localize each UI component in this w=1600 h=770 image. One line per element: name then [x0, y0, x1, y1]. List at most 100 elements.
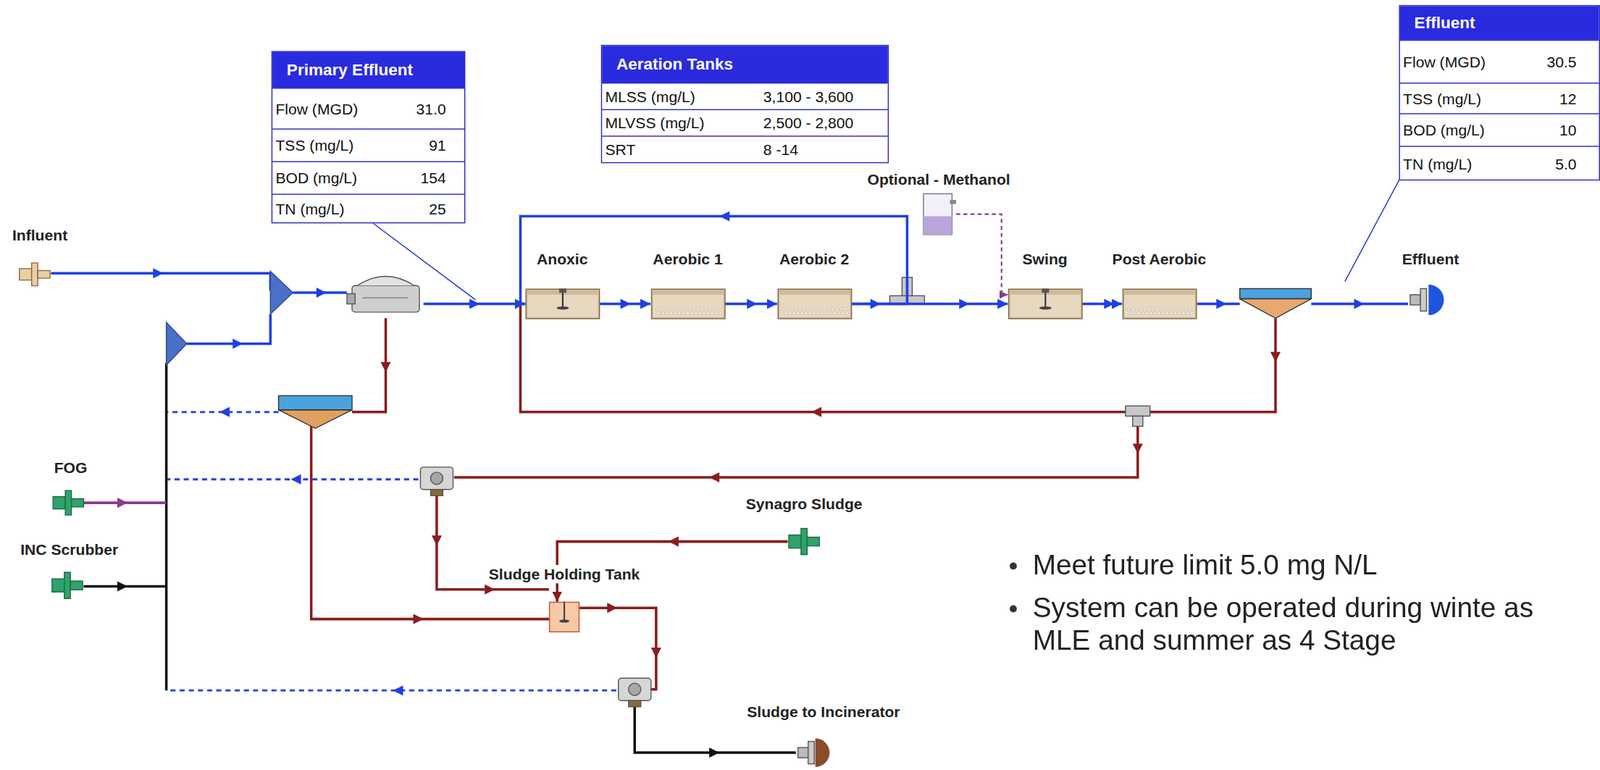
bullet-dot: [1009, 562, 1017, 613]
black-arrow: [117, 581, 128, 592]
sludge-outlet-icon: [796, 736, 833, 770]
sludge-arrow: [1270, 352, 1281, 363]
table-header: Aeration Tanks: [601, 45, 888, 83]
leader-line: [370, 221, 476, 300]
process-tank-icon: [810, 307, 813, 311]
process-tank-icon: [690, 312, 693, 315]
table-row: BOD (mg/L)154: [272, 160, 465, 194]
process-tank-icon: [822, 307, 825, 311]
table-value: 10: [1556, 121, 1600, 140]
unit-label: INC Scrubber: [18, 540, 121, 559]
process-tank-icon: [1132, 312, 1135, 315]
input-source-icon: [801, 528, 807, 555]
dewatering-unit: [628, 683, 642, 696]
unit-label: Sludge Holding Tank: [486, 564, 642, 584]
process-tank-icon: [683, 307, 686, 311]
holding-tank-icon: [549, 601, 580, 632]
process-tank-icon: [808, 312, 811, 315]
influent-source-icon: [37, 270, 50, 279]
sludge-arrow: [811, 407, 822, 418]
process-tank-icon: [777, 288, 852, 319]
unit-label: Aerobic 1: [651, 249, 726, 268]
process-tank-icon: [525, 288, 600, 319]
flow-connector: [1082, 302, 1122, 306]
process-tank-icon: [1185, 312, 1188, 315]
note-text: System can be operated during winte as M…: [1032, 591, 1597, 657]
sludge-arrow: [380, 362, 391, 373]
sludge-arrow: [606, 602, 618, 613]
primary-clarifier: [346, 276, 420, 313]
process-tank-icon: [1155, 307, 1158, 311]
table-header: Primary Effluent: [272, 52, 465, 88]
overflow-dashed-line: [166, 412, 617, 691]
input-source-shape: [52, 487, 85, 518]
process-tank-icon: [663, 307, 666, 311]
process-tank-icon: [696, 307, 699, 311]
sludge-outlet: Sludge to Incinerator: [744, 702, 902, 770]
table-cell: TSS (mg/L): [272, 136, 426, 155]
table-cell: MLVSS (mg/L): [601, 114, 760, 132]
sludge-outlet-icon: [815, 738, 831, 767]
process-tank-icon: [692, 307, 695, 311]
process-tank-icon: [669, 312, 673, 315]
sludge-line: [311, 426, 550, 620]
effluent-outlet-icon: [1408, 280, 1449, 320]
black-arrow: [117, 581, 720, 759]
process-tank-icon: [840, 312, 844, 315]
process-tank-shape: [1007, 288, 1083, 319]
input-source-icon: [52, 578, 65, 592]
process-tank-icon: [814, 307, 818, 311]
process-tank-icon: [1182, 312, 1185, 315]
flow-arrow: [152, 267, 163, 279]
process-tank-icon: [832, 312, 836, 315]
effluent-outlet: Effluent: [1400, 249, 1461, 320]
influent-source-icon: [18, 260, 51, 289]
process-tank-icon: [1169, 312, 1172, 315]
process-tank-icon: [1174, 312, 1177, 315]
process-tank-icon: [824, 312, 828, 315]
process-tank-shape: [777, 288, 852, 319]
label-row: Aerobic 2: [777, 249, 852, 268]
blue-flow-line: [50, 273, 1409, 344]
process-tank-icon: [714, 312, 718, 315]
process-tank-shape: [650, 288, 726, 319]
bullet-dot: [1009, 605, 1017, 613]
process-tank-icon: [1149, 312, 1152, 315]
process-tank-icon: [785, 307, 789, 311]
process-tank-icon: [708, 307, 711, 311]
process-tank-icon: [1038, 306, 1051, 311]
process-tank: Swing: [1007, 249, 1083, 320]
input-source: FOG: [52, 459, 90, 519]
input-source-icon: [64, 572, 71, 599]
process-tank-icon: [835, 307, 838, 311]
note-text: Meet future limit 5.0 mg N/L: [1032, 548, 1597, 581]
table-cell: MLSS (mg/L): [601, 87, 760, 106]
input-source: Synagro Sludge: [743, 494, 865, 558]
sludge-line: [454, 415, 1138, 477]
process-tank-icon: [830, 307, 833, 311]
sludge-arrow: [651, 647, 662, 658]
process-tank-icon: [718, 312, 721, 315]
label-row: INC Scrubber: [18, 540, 121, 559]
process-tank-icon: [710, 312, 713, 315]
process-tank-icon: [704, 307, 707, 311]
influent-source-icon: [19, 268, 32, 281]
process-tank-icon: [675, 307, 678, 311]
process-tank-icon: [792, 312, 795, 315]
table-row: MLVSS (mg/L)2,500 - 2,800: [601, 109, 888, 137]
primary-clarifier: [357, 276, 415, 287]
process-tank-icon: [806, 307, 809, 311]
process-tank-icon: [657, 312, 660, 315]
table-value: 2,500 - 2,800: [760, 114, 889, 132]
process-tank-icon: [798, 307, 801, 311]
dewatering-unit: [420, 467, 453, 490]
holding-tank: Sludge Holding Tank: [486, 564, 643, 633]
influent-source-shape: [18, 260, 51, 289]
process-tank-icon: [800, 312, 803, 315]
effluent-outlet-shape: [1408, 280, 1449, 320]
process-tank-icon: [1139, 307, 1142, 311]
bullet-dot: [1009, 562, 1017, 570]
label-row: Anoxic: [525, 249, 600, 268]
process-tank-icon: [820, 312, 823, 315]
process-tank-icon: [1137, 312, 1140, 315]
